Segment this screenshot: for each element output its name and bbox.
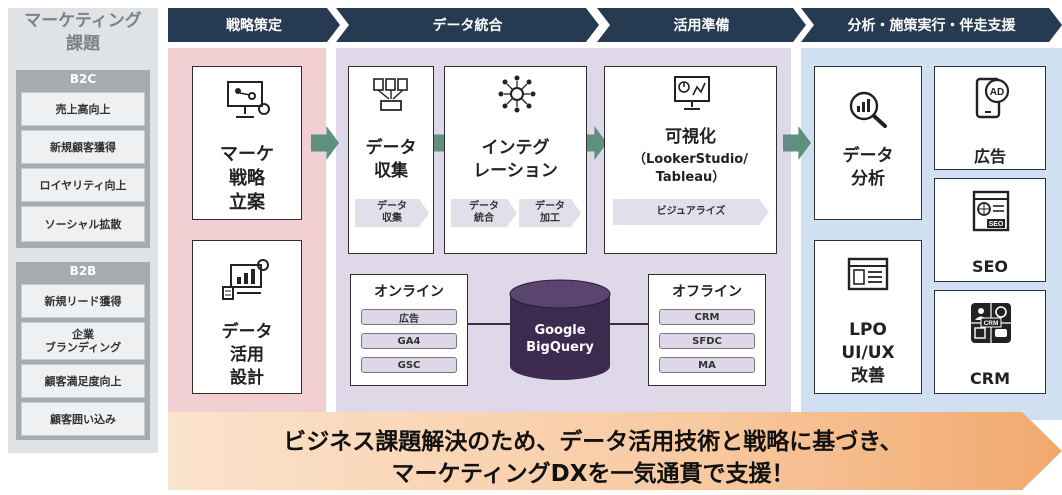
crm-icon-label: CRM xyxy=(984,320,999,327)
offline-source-item: CRM xyxy=(659,309,755,325)
online-source-item: 広告 xyxy=(361,309,457,325)
data-design-line: 設計 xyxy=(230,368,264,388)
lpo-card: LPO UI/UX 改善 xyxy=(814,240,922,394)
visualization-subtitle-line: Tableau） xyxy=(655,170,726,185)
data-collection-icon xyxy=(373,78,408,111)
marketing-issues-title: マーケティング 課題 xyxy=(8,10,158,56)
crm-card: CRM CRM xyxy=(934,290,1046,394)
visualization-title: 可視化 xyxy=(665,127,716,147)
seo-label: SEO xyxy=(971,257,1009,276)
issue-item: ソーシャル拡散 xyxy=(21,206,145,242)
crm-label: CRM xyxy=(970,369,1010,388)
data-analysis-card: データ 分析 xyxy=(814,66,922,220)
integration-line: インテグ xyxy=(481,138,550,158)
banner-line: ビジネス課題解決のため、データ活用技術と戦略に基づき、 xyxy=(283,429,903,455)
visualization-subtitle-line: （LookerStudio/ xyxy=(633,152,748,167)
step-data-integration: データ 統合 xyxy=(451,199,517,227)
banner-line: マーケティングDXを一気通貫で支援！ xyxy=(391,461,795,487)
ad-icon-label: AD xyxy=(990,87,1004,98)
b2c-group: B2C 売上高向上 新規顧客獲得 ロイヤリティ向上 ソーシャル拡散 xyxy=(16,70,150,248)
ads-card: AD 広告 xyxy=(934,66,1046,170)
bigquery-label-line: Google xyxy=(534,323,586,338)
header-data-integration: データ統合 xyxy=(336,8,599,42)
b2b-group: B2B 新規リード獲得 企業 ブランディング 顧客満足度向上 顧客囲い込み xyxy=(16,262,150,440)
summary-banner xyxy=(168,412,1062,490)
dashboard-monitor-icon xyxy=(674,76,710,110)
strategy-plan-line: マーケ xyxy=(220,144,274,165)
step-data-processing: データ 加工 xyxy=(519,199,581,227)
integration-card: インテグ レーション データ 統合 データ 加工 xyxy=(444,66,587,254)
issue-item: 企業 ブランディング xyxy=(21,322,145,360)
online-source-item: GA4 xyxy=(361,333,457,349)
title-line: マーケティング xyxy=(24,11,142,31)
issue-item: 新規顧客獲得 xyxy=(21,130,145,164)
web-layout-icon xyxy=(847,257,889,291)
data-analysis-line: データ xyxy=(842,146,894,166)
offline-sources-card: オフライン CRM SFDC MA xyxy=(648,274,766,386)
lpo-line: 改善 xyxy=(851,366,885,386)
bigquery-cylinder xyxy=(509,279,611,380)
offline-title: オフライン xyxy=(672,284,742,300)
lpo-line: UI/UX xyxy=(841,343,895,363)
integration-network-icon xyxy=(498,75,536,113)
magnifier-chart-icon xyxy=(849,91,887,128)
offline-source-item: MA xyxy=(659,357,755,373)
visualization-card: 可視化 （LookerStudio/ Tableau） ビジュアライズ xyxy=(604,66,777,254)
data-design-line: 活用 xyxy=(230,345,264,365)
seo-icon-label: SEO xyxy=(989,221,1004,228)
seo-card: SEO SEO xyxy=(934,178,1046,282)
ads-label: 広告 xyxy=(973,147,1006,166)
data-setting-icon xyxy=(222,259,269,300)
b2b-group-title: B2B xyxy=(69,264,97,278)
data-collection-line: 収集 xyxy=(374,161,408,181)
title-line: 課題 xyxy=(66,34,100,54)
offline-source-item: SFDC xyxy=(659,333,755,349)
bigquery-label-line: BigQuery xyxy=(526,340,594,355)
online-title: オンライン xyxy=(374,284,444,300)
integration-line: レーション xyxy=(473,161,558,181)
strategy-plan-card: マーケ 戦略 立案 xyxy=(192,66,302,220)
issue-item: 顧客囲い込み xyxy=(21,402,145,436)
data-design-card: データ 活用 設計 xyxy=(192,240,302,394)
phone-ad-icon: AD xyxy=(975,77,1010,119)
strategy-board-icon xyxy=(227,81,270,118)
data-collection-line: データ xyxy=(365,138,417,158)
lpo-line: LPO xyxy=(849,320,887,340)
b2c-group-title: B2C xyxy=(69,72,97,86)
data-collection-card: データ 収集 データ 収集 xyxy=(348,66,434,254)
header-preparation: 活用準備 xyxy=(597,8,806,42)
issue-item: 顧客満足度向上 xyxy=(21,364,145,398)
header-strategy: 戦略策定 xyxy=(168,8,340,42)
strategy-plan-line: 立案 xyxy=(229,192,265,213)
issue-item: ロイヤリティ向上 xyxy=(21,168,145,202)
data-analysis-line: 分析 xyxy=(851,169,885,189)
step-data-collection: データ 収集 xyxy=(355,199,429,227)
strategy-plan-line: 戦略 xyxy=(229,168,265,189)
step-visualize: ビジュアライズ xyxy=(613,199,769,225)
issue-item: 売上高向上 xyxy=(21,92,145,126)
issue-item: 新規リード獲得 xyxy=(21,284,145,318)
header-analysis: 分析・施策実行・伴走支援 xyxy=(801,8,1062,42)
data-design-line: データ xyxy=(221,322,273,342)
seo-browser-icon: SEO xyxy=(972,190,1010,232)
online-sources-card: オンライン 広告 GA4 GSC xyxy=(350,274,468,386)
crm-people-icon: CRM xyxy=(971,303,1011,343)
online-source-item: GSC xyxy=(361,357,457,373)
